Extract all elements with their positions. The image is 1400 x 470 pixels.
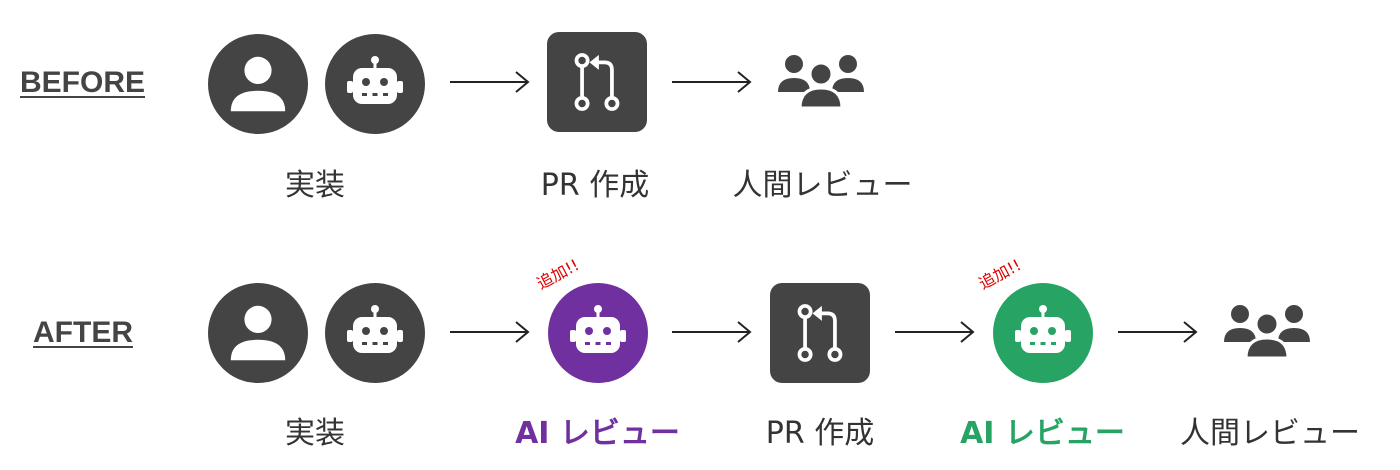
step-label-human-review: 人間レビュー [1180,416,1360,451]
ai-review-robot-icon [548,283,648,383]
step-label-implementation: 実装 [285,168,345,203]
after-row-label: AFTER [33,316,133,349]
arrow-icon [895,320,975,344]
before-row-label: BEFORE [20,66,146,99]
arrow-icon [672,70,752,94]
pull-request-icon [547,32,647,132]
people-group-icon [776,50,866,110]
added-tag: 追加!! [975,255,1025,294]
pull-request-icon [770,283,870,383]
step-label-human-review: 人間レビュー [732,168,913,203]
robot-icon [325,34,425,134]
arrow-icon [1118,320,1198,344]
arrow-icon [672,320,752,344]
arrow-icon [450,70,530,94]
person-icon [208,34,308,134]
arrow-icon [450,320,530,344]
step-label-pr-create: PR 作成 [765,416,875,451]
robot-icon [325,283,425,383]
ai-review-robot-icon [993,283,1093,383]
step-label-ai-review-first: AI レビュー [515,416,680,451]
step-label-implementation: 実装 [285,416,345,451]
step-label-pr-create: PR 作成 [540,168,650,203]
people-group-icon [1222,300,1312,360]
person-icon [208,283,308,383]
step-label-ai-review-second: AI レビュー [960,416,1125,451]
